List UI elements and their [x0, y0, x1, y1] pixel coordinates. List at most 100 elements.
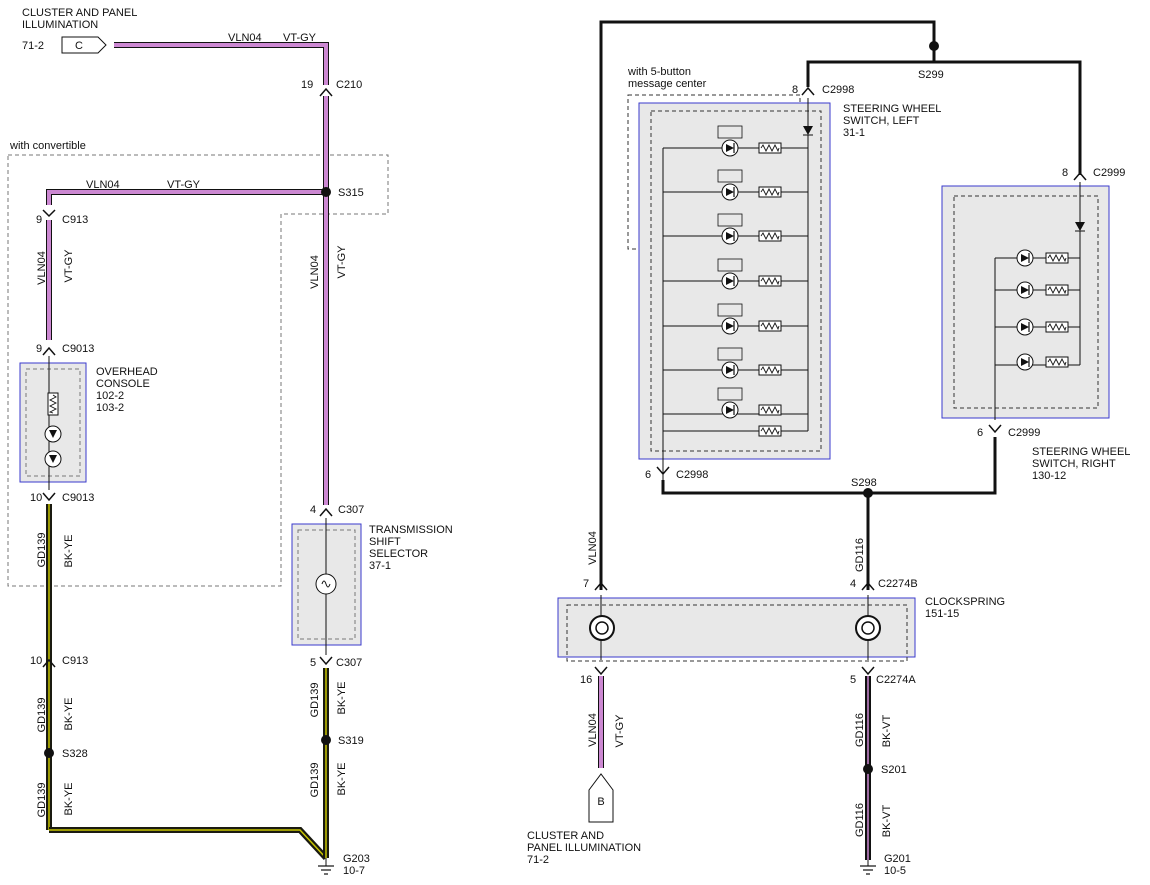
- s315-splice: [321, 187, 331, 197]
- diagram-label: GD116: [854, 538, 866, 572]
- diagram-label: 10-5: [884, 865, 906, 877]
- s319-splice: [321, 735, 331, 745]
- diagram-label: STEERING WHEEL: [1032, 446, 1130, 458]
- source-connector-c: [61, 36, 107, 54]
- diagram-label: C2274A: [876, 674, 916, 686]
- diagram-label: 102-2: [96, 390, 124, 402]
- diagram-label: C9013: [62, 492, 94, 504]
- diagram-label: 6: [645, 469, 651, 481]
- diagram-label: VLN04: [587, 713, 599, 747]
- diagram-label: 103-2: [96, 402, 124, 414]
- diagram-label: with 5-button: [627, 66, 691, 78]
- connector-arrow-icon: [319, 87, 333, 97]
- clockspring-icon: [855, 615, 881, 641]
- diagram-label: S319: [338, 735, 364, 747]
- diagram-label: OVERHEAD: [96, 366, 158, 378]
- diagram-label: message center: [628, 78, 707, 90]
- diagram-label: 19: [301, 79, 313, 91]
- diagram-label: 31-1: [843, 127, 865, 139]
- diagram-label: C2998: [676, 469, 708, 481]
- convertible-box: [7, 154, 389, 587]
- diagram-label: 4: [850, 578, 856, 590]
- diagram-label: 5: [850, 674, 856, 686]
- diagram-label: C913: [62, 214, 88, 226]
- diagram-label: CLUSTER AND: [527, 830, 604, 842]
- diagram-label: BK-YE: [336, 762, 348, 795]
- diagram-label: VLN04: [228, 32, 262, 44]
- source-ref: 71-2: [22, 40, 44, 52]
- diagram-label: 8: [1062, 167, 1068, 179]
- diagram-label: BK-YE: [336, 681, 348, 714]
- diode-icon: [803, 126, 813, 135]
- diagram-label: STEERING WHEEL: [843, 103, 941, 115]
- diagram-label: VLN04: [587, 531, 599, 565]
- diagram-label: VT-GY: [167, 179, 201, 191]
- diagram-label: GD116: [854, 803, 866, 837]
- diagram-label: 9: [36, 214, 42, 226]
- diagram-label: SWITCH, RIGHT: [1032, 458, 1116, 470]
- diagram-label: 6: [977, 427, 983, 439]
- diagram-label: GD139: [309, 683, 321, 718]
- diagram-label: C913: [62, 655, 88, 667]
- diagram-label: GD139: [36, 698, 48, 733]
- diagram-label: BK-YE: [63, 534, 75, 567]
- diagram-label: 130-12: [1032, 470, 1066, 482]
- diagram-label: VLN04: [309, 255, 321, 289]
- led-icon: [44, 450, 62, 468]
- diagram-label: 9: [36, 343, 42, 355]
- diagram-label: 10-7: [343, 865, 365, 877]
- s299-splice: [929, 41, 939, 51]
- c210-label: C210: [336, 79, 362, 91]
- diagram-label: TRANSMISSION: [369, 524, 453, 536]
- s298-splice: [863, 488, 873, 498]
- diode-icon: [1075, 222, 1085, 231]
- source-title-2: ILLUMINATION: [22, 19, 98, 31]
- diagram-label: B: [597, 796, 604, 808]
- diagram-label: 4: [310, 504, 316, 516]
- diagram-label: 37-1: [369, 560, 391, 572]
- diagram-label: S299: [918, 69, 944, 81]
- s201-splice: [863, 764, 873, 774]
- diagram-label: VT-GY: [336, 245, 348, 279]
- diagram-label: SHIFT: [369, 536, 401, 548]
- diagram-label: GD116: [854, 713, 866, 747]
- diagram-label: GD139: [309, 763, 321, 798]
- diagram-label: BK-VT: [881, 805, 893, 838]
- diagram-label: C2998: [822, 84, 854, 96]
- diagram-label: GD139: [36, 783, 48, 818]
- diagram-label: VT-GY: [283, 32, 317, 44]
- diagram-label: G203: [343, 853, 370, 865]
- diagram-label: PANEL ILLUMINATION: [527, 842, 641, 854]
- diagram-label: 71-2: [527, 854, 549, 866]
- diagram-label: S315: [338, 187, 364, 199]
- diagram-label: 5: [310, 657, 316, 669]
- source-conn-label: C: [75, 40, 83, 52]
- diagram-label: VT-GY: [63, 249, 75, 283]
- diagram-label: G201: [884, 853, 911, 865]
- wire-vtgy-top: [114, 42, 329, 85]
- ground-icon: [860, 860, 876, 875]
- diagram-label: 10: [30, 655, 42, 667]
- diagram-label: CLOCKSPRING: [925, 596, 1005, 608]
- diagram-label: BK-YE: [63, 782, 75, 815]
- s328-splice: [44, 748, 54, 758]
- diagram-label: with convertible: [9, 140, 86, 152]
- diagram-label: C2999: [1093, 167, 1125, 179]
- diagram-label: C2274B: [878, 578, 918, 590]
- diagram-label: VLN04: [86, 179, 120, 191]
- diagram-label: GD139: [36, 533, 48, 568]
- diagram-label: VLN04: [36, 251, 48, 285]
- diagram-label: 7: [583, 578, 589, 590]
- offpage-connector-icon: [588, 773, 614, 823]
- diagram-label: 151-15: [925, 608, 959, 620]
- diagram-label: SWITCH, LEFT: [843, 115, 920, 127]
- switch-right-rows: [995, 249, 1080, 371]
- diagram-label: C307: [338, 504, 364, 516]
- steering-wheel-switch-right: [941, 185, 1110, 419]
- switch-rows: [663, 125, 808, 437]
- clockspring-icon: [589, 615, 615, 641]
- ground-icon: [318, 858, 334, 875]
- diagram-label: S298: [851, 477, 877, 489]
- diagram-label: 8: [792, 84, 798, 96]
